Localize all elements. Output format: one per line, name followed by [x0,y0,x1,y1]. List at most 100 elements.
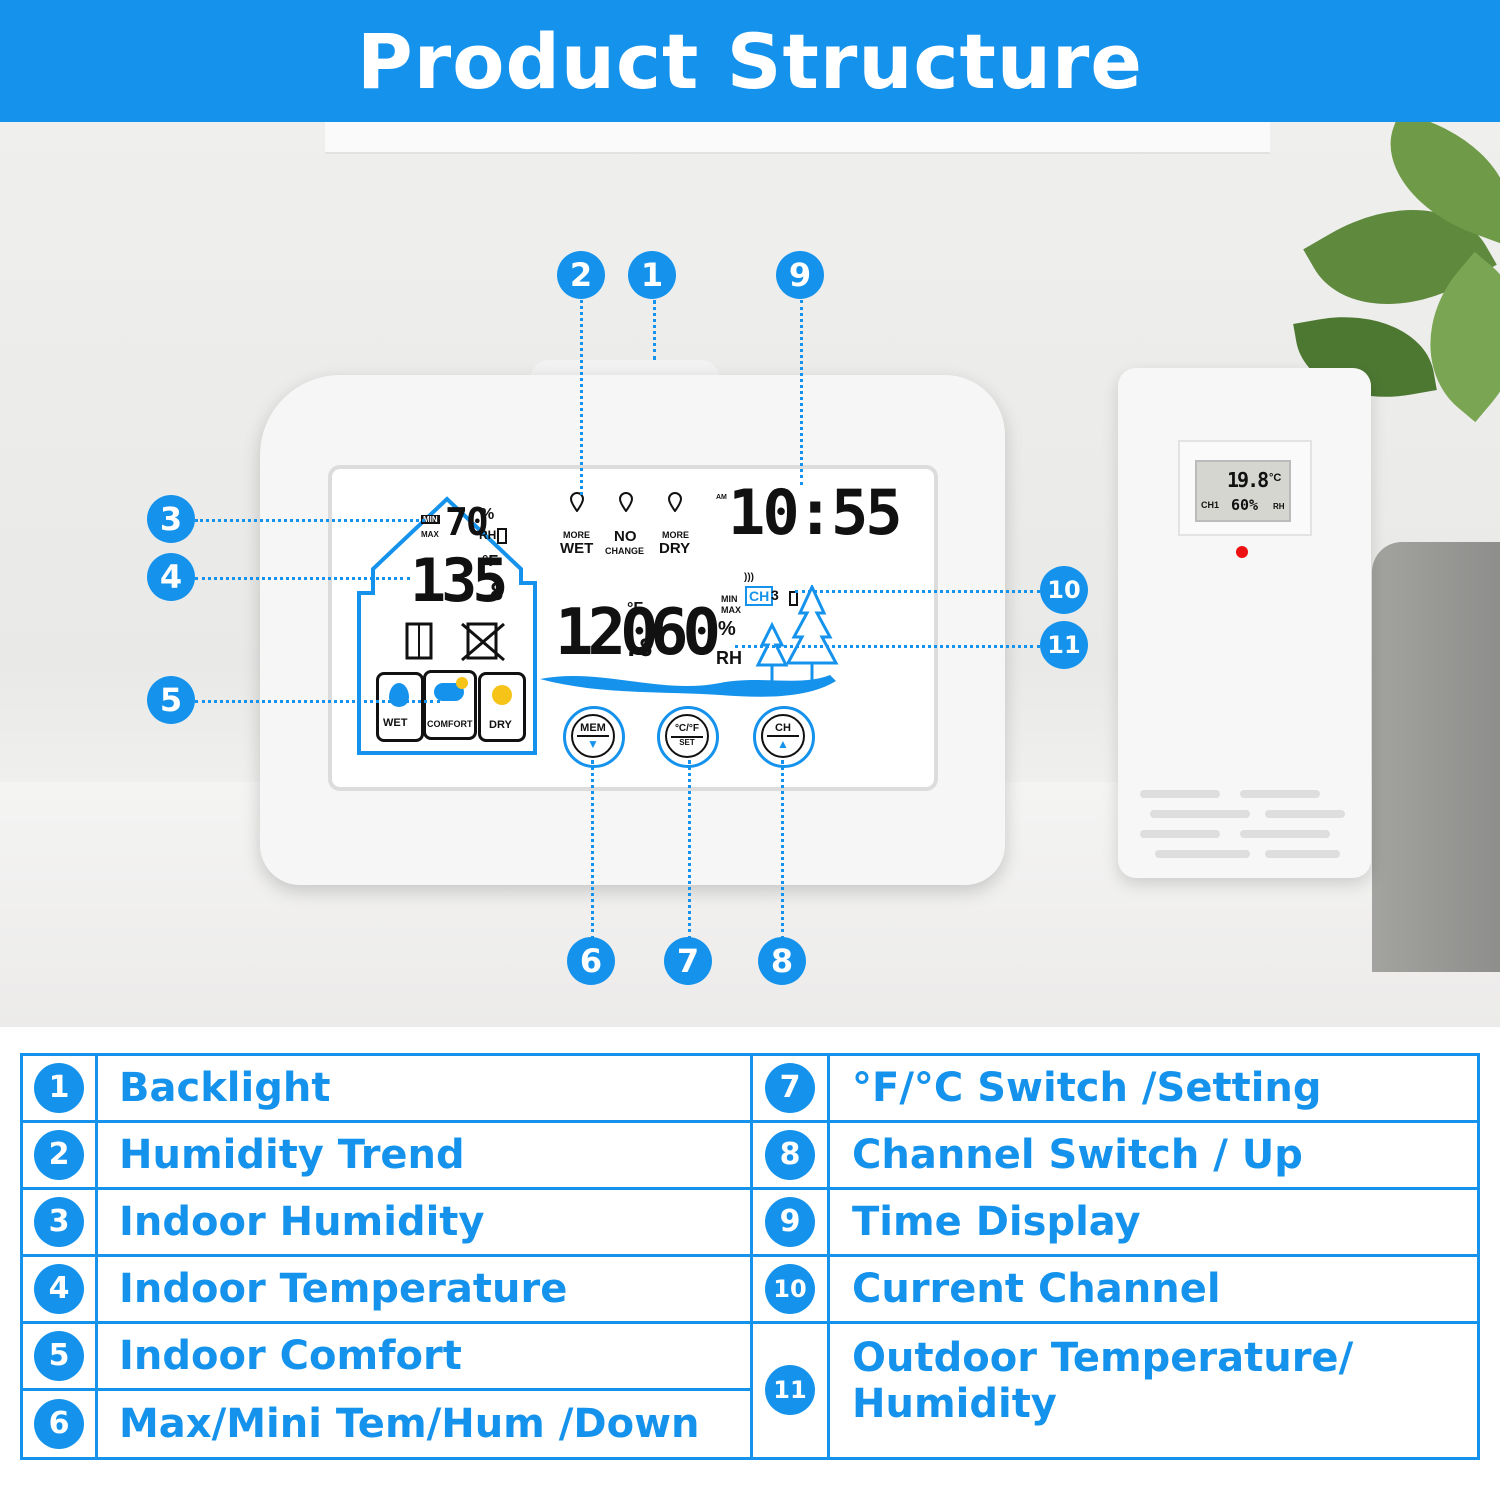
legend-label-3: Indoor Humidity [119,1199,485,1245]
vent-slot [1265,810,1345,818]
indoor-battery-icon [497,528,507,544]
indoor-humidity-rh: RH [479,528,497,542]
legend-label-6: Max/Mini Tem/Hum /Down [119,1401,700,1447]
outdoor-humidity-pct: % [718,618,736,640]
legend-num-7: 7 [765,1063,815,1113]
trend-wet-label: WET [560,540,594,557]
mem-button-label: MEM [580,722,606,734]
legend-label-4: Indoor Temperature [119,1266,568,1312]
legend-label-11-line2: Humidity [852,1381,1057,1427]
sensor-rh: RH [1273,502,1285,511]
comfort-comfort-label: COMFORT [427,719,473,729]
unit-button-label: °C/°F [674,723,700,734]
callout-7: 7 [664,937,712,985]
sensor-channel: CH1 [1201,500,1220,510]
legend-textcell [95,1254,753,1324]
outdoor-max-label: MAX [721,605,741,615]
outdoor-temperature-decimal: .8 [624,634,653,662]
legend-num-9: 9 [765,1197,815,1247]
leader-line-9 [800,300,803,485]
legend-num-2: 2 [34,1130,84,1180]
page-title: Product Structure [357,16,1143,106]
leader-line-11 [735,645,1040,648]
legend-num-10: 10 [765,1264,815,1314]
house-outline [357,496,537,755]
sensor-led [1236,546,1248,558]
vent-slot [1150,810,1250,818]
legend-num-11: 11 [765,1365,815,1415]
set-button-label: SET [671,736,703,747]
legend-label-10: Current Channel [852,1266,1221,1312]
vent-slot [1155,850,1250,858]
leader-line-6 [591,760,594,940]
legend-textcell [95,1388,753,1460]
indoor-temperature-value: 135 [410,546,508,616]
callout-9: 9 [776,251,824,299]
sensor-temp-unit: °C [1269,472,1282,484]
time-ampm: AM [716,494,727,501]
wall-frame [325,122,1270,154]
channel-up-button[interactable]: CH ▲ [753,706,815,768]
leader-line-3 [195,519,425,522]
vent-slot [1240,830,1330,838]
leader-line-4 [195,577,410,580]
comfort-wet-label: WET [383,717,408,729]
legend-textcell [95,1321,753,1391]
legend-num-5: 5 [34,1331,84,1381]
sensor-humidity: 60% [1231,496,1259,514]
callout-6: 6 [567,937,615,985]
outdoor-humidity-rh: RH [716,648,742,668]
callout-5: 5 [147,676,195,724]
outdoor-temperature-value: 120 [555,596,659,670]
legend-num-1: 1 [34,1063,84,1113]
pin-icon [668,492,682,512]
window-open-icon [405,622,433,660]
legend-label-8: Channel Switch / Up [852,1132,1303,1178]
legend-num-3: 3 [34,1197,84,1247]
mem-down-button[interactable]: MEM ▼ [563,706,625,768]
legend-num-6: 6 [34,1399,84,1449]
unit-set-button[interactable]: °C/°F SET [657,706,719,768]
sensor-display: 19.8 °C CH1 60% RH [1195,460,1291,522]
legend-label-1: Backlight [119,1065,331,1111]
leader-line-1 [653,300,656,360]
trend-more-dry-small: MORE [662,530,689,540]
channel-label: CH [745,586,774,606]
time-display: 10:55 [728,476,903,549]
sun-dot [456,677,468,689]
leader-line-10 [795,590,1040,593]
outdoor-humidity-value: 60 [650,596,721,670]
outdoor-battery-icon [789,591,798,606]
indoor-humidity-value: 70 [445,500,489,544]
callout-4: 4 [147,553,195,601]
window-closed-icon [461,622,505,662]
sensor-temperature: 19.8 [1227,468,1269,492]
callout-3: 3 [147,495,195,543]
legend-label-11: Outdoor Temperature/ [852,1335,1354,1381]
legend-label-9: Time Display [852,1199,1141,1245]
plant-pot [1372,542,1500,972]
callout-2: 2 [557,251,605,299]
mem-button-face: MEM ▼ [571,714,615,758]
callout-8: 8 [758,937,806,985]
legend-textcell [95,1187,753,1257]
signal-icon: ))) [744,572,754,583]
comfort-dry-box: DRY [478,672,526,742]
comfort-wet-box: WET [376,672,424,742]
comfort-comfort-box: COMFORT [423,670,477,740]
leader-line-2 [580,300,583,495]
water-drop-icon [389,683,409,707]
vent-slot [1265,850,1340,858]
trend-more-wet-small: MORE [563,530,590,540]
vent-slot [1140,830,1220,838]
indoor-temperature-unit: °F [482,553,499,570]
title-banner: Product Structure [0,0,1500,122]
cloud-sun-icon [434,683,464,701]
leader-line-5 [195,700,440,703]
unit-button-face: °C/°F SET [665,714,709,758]
indoor-max-label: MAX [421,530,439,539]
legend-num-8: 8 [765,1130,815,1180]
legend-num-4: 4 [34,1264,84,1314]
outdoor-temperature-unit: °F [627,600,644,617]
comfort-dry-label: DRY [489,719,512,731]
